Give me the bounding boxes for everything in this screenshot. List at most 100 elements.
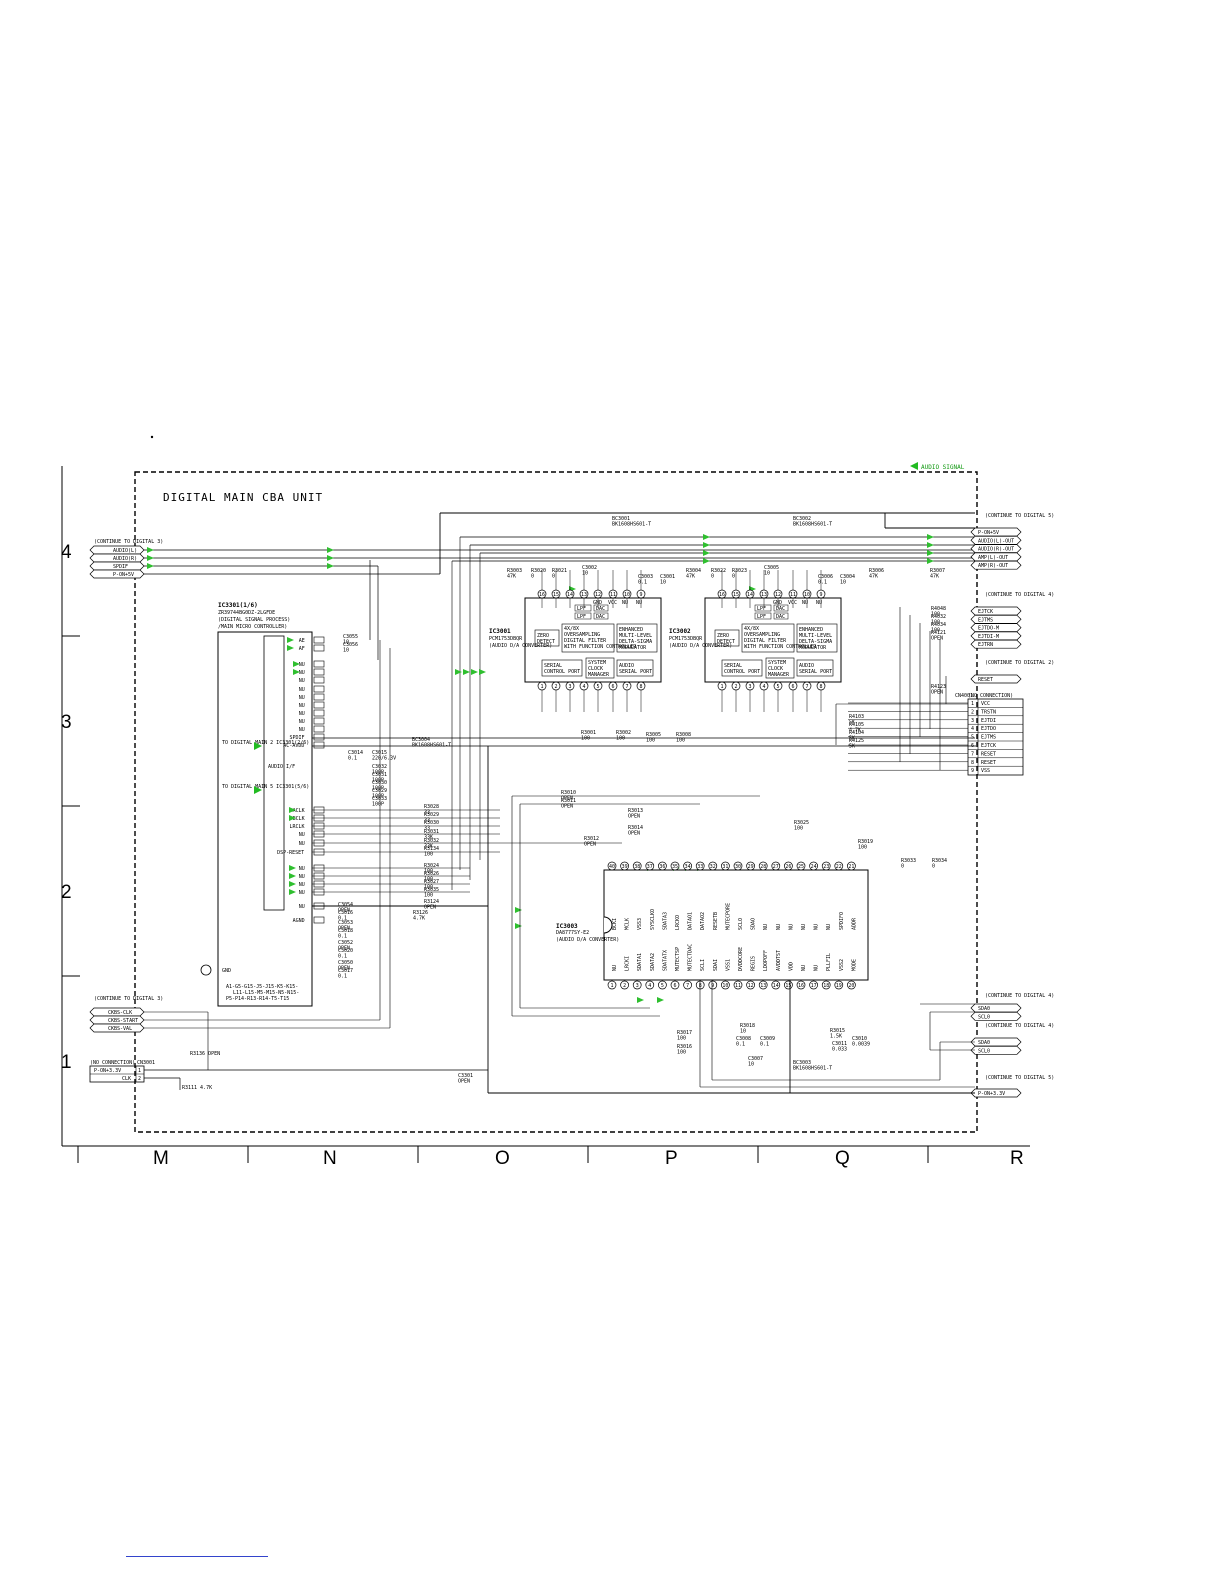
ic3003-bottom-pin xyxy=(758,980,768,990)
ic3003-top-pin xyxy=(670,861,680,871)
c3031-value: 100P xyxy=(372,778,384,784)
ic-top-pin-num: 9 xyxy=(820,592,823,598)
cn4001-pin-num: 7 xyxy=(971,751,974,757)
ic3003-top-pin xyxy=(632,861,642,871)
c3006-ref: C3006 xyxy=(818,574,833,580)
row-label-4: 4 xyxy=(61,542,72,563)
ic3003-top-pin xyxy=(847,861,856,871)
ic-bottom-pin-num: 5 xyxy=(777,684,780,690)
ic3003-ref: IC3003 xyxy=(556,923,578,930)
ic3003-top-pin-num: 25 xyxy=(798,864,804,870)
r3018-value: 10 xyxy=(740,1029,746,1035)
ic3301-pin-box xyxy=(313,636,325,644)
r3016-value: 100 xyxy=(677,1050,686,1056)
cn4001-pin-name: VSS xyxy=(981,768,990,774)
green-arrow-icon xyxy=(703,558,710,564)
ic3003-top-pin-num: 26 xyxy=(785,864,791,870)
c3003-value: 0.1 xyxy=(638,580,647,586)
c3016-ref: C3016 xyxy=(338,910,353,916)
c3032-value: 100P xyxy=(372,770,384,776)
ic3003-bottom-pin-name: VSS1 xyxy=(725,959,731,971)
serial-port-block xyxy=(616,659,654,677)
col-label-o: O xyxy=(495,1148,510,1169)
col-label-r: R xyxy=(1010,1148,1024,1169)
green-arrow-icon xyxy=(289,881,296,887)
r3011-ref: R3011 xyxy=(561,798,576,804)
ic3003-bottom-pin-num: 7 xyxy=(686,983,689,989)
filter-block xyxy=(741,623,795,653)
green-arrow-icon xyxy=(287,645,294,651)
green-arrow-icon xyxy=(927,550,934,556)
ic3003-top-pin xyxy=(708,861,718,871)
green-arrow-icon xyxy=(471,669,478,675)
right-connector-header: (CONTINUE TO DIGITAL 5) xyxy=(985,1075,1054,1081)
green-arrow-icon xyxy=(455,669,462,675)
r3022-ref: R3022 xyxy=(711,568,726,574)
r3033-ref: R3033 xyxy=(901,858,916,864)
ic3301-pin-name: LRCLK xyxy=(290,824,305,830)
ic3301-desc2: /MAIN MICRO CONTROLLER) xyxy=(218,624,287,630)
bc3002-ref: BC3002 xyxy=(793,516,811,522)
r3027-ref: R3027 xyxy=(424,879,439,885)
r4121-value: OPEN xyxy=(931,636,943,642)
r3010-ref: R3010 xyxy=(561,790,576,796)
dac-block xyxy=(593,612,609,620)
ic3003-top-pin-name: NU xyxy=(788,924,794,930)
r4104-value: 5K xyxy=(849,736,855,742)
ic3003-top-pin xyxy=(796,861,806,871)
cn3001-pin2-name: CLK xyxy=(122,1076,131,1082)
ic-top-pin-num: 9 xyxy=(640,592,643,598)
left-connector-bottom: (CONTINUE TO DIGITAL 3) CKBS-CLKCKBS-STA… xyxy=(89,996,163,1033)
ic3301-pin-name: NU xyxy=(299,904,305,910)
ic3003-top-pin xyxy=(721,861,730,871)
ic3003-top-pin xyxy=(607,861,617,871)
ic3003-desc: (AUDIO D/A CONVERTER) xyxy=(556,937,619,943)
left-top-header: (CONTINUE TO DIGITAL 3) xyxy=(94,539,163,545)
r3029-value: 33 xyxy=(424,818,430,824)
right-connectors: (CONTINUE TO DIGITAL 5)P-ON+5VAUDIO(L)-O… xyxy=(970,513,1054,1098)
ic3003-bottom-pin-num: 14 xyxy=(773,983,779,989)
serial-port-block xyxy=(796,659,834,677)
right-connector-header: (CONTINUE TO DIGITAL 5) xyxy=(985,513,1054,519)
green-arrow-icon xyxy=(289,889,296,895)
ic3003-top-pin xyxy=(771,861,781,871)
r3024-ref: R3024 xyxy=(424,863,439,869)
cn4001-pin-num: 4 xyxy=(971,726,974,732)
ic-top-pin-num: 11 xyxy=(610,592,616,598)
r3006-ref: R3006 xyxy=(869,568,884,574)
right-connector-pin-name: AMP(L)-OUT xyxy=(978,555,1008,561)
r3031-value: 33K xyxy=(424,835,433,841)
ic-bottom-pin-num: 4 xyxy=(763,684,766,690)
right-connector-pin-name: SDA0 xyxy=(978,1040,990,1046)
c3033-value: 100P xyxy=(372,802,384,808)
c3010-ref: C3010 xyxy=(852,1036,867,1042)
r3023-ref: R3023 xyxy=(732,568,747,574)
ic3003-bottom-pin xyxy=(847,980,856,990)
ic3003-top-pin-num: 32 xyxy=(710,864,716,870)
c3053-ref: C3053 xyxy=(338,920,353,926)
r3012-ref: R3012 xyxy=(584,836,599,842)
c3017-ref: C3017 xyxy=(338,968,353,974)
ic3301-footnote2: L11-L15-M5-M15-N5-N15- xyxy=(233,990,299,996)
ic3003-top-pin xyxy=(746,861,755,871)
r4048-value: 100 xyxy=(931,612,940,618)
filter-text: 4X/8X xyxy=(744,626,759,632)
ic3001: IC3001 PCM1753DBQR (AUDIO D/A CONVERTER)… xyxy=(489,570,662,712)
r3029-ref: R3029 xyxy=(424,812,439,818)
ic3003-bottom-pin xyxy=(721,980,730,990)
c3018-ref: C3018 xyxy=(338,928,353,934)
r3007-ref: R3007 xyxy=(930,568,945,574)
c3015-value: 220/6.3V xyxy=(372,756,396,762)
ic3003-top-pin-name: DATAO2 xyxy=(700,912,706,930)
lpf-block xyxy=(574,604,592,612)
r3004-value: 47K xyxy=(686,574,695,580)
green-arrow-icon xyxy=(910,462,918,470)
ic3301-pin-name: NU xyxy=(299,662,305,668)
filter-text: DIGITAL FILTER xyxy=(564,638,607,644)
ic3003-top-pin-num: 21 xyxy=(848,864,854,870)
ic3003-bottom-pin-num: 9 xyxy=(711,983,714,989)
r3014-value: OPEN xyxy=(628,831,640,837)
ic3301-pin-box xyxy=(313,725,325,733)
clock-manager-block xyxy=(585,657,615,679)
